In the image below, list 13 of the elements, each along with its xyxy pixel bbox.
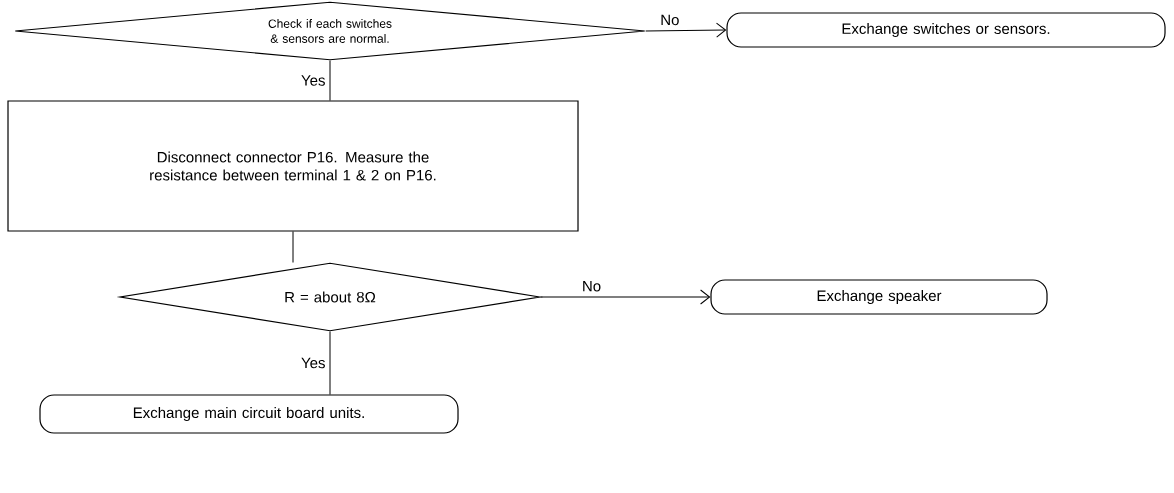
terminal-box: Exchange main circuit board units. [39, 394, 459, 434]
terminal-box: Exchange switches or sensors. [726, 12, 1166, 48]
edge-label: Yes [301, 357, 325, 369]
connector [329, 60, 331, 101]
process-box: Disconnect connector P16. Measure the resistance between terminal 1 & 2 on P16. [7, 100, 579, 232]
edge-label: No [583, 281, 601, 292]
edge-label: No [661, 14, 679, 26]
connector [645, 22, 727, 38]
terminal-box: Exchange speaker [710, 279, 1048, 315]
connector [540, 289, 711, 305]
connector [292, 231, 294, 263]
connector [329, 331, 331, 395]
edge-label: Yes [301, 75, 325, 86]
